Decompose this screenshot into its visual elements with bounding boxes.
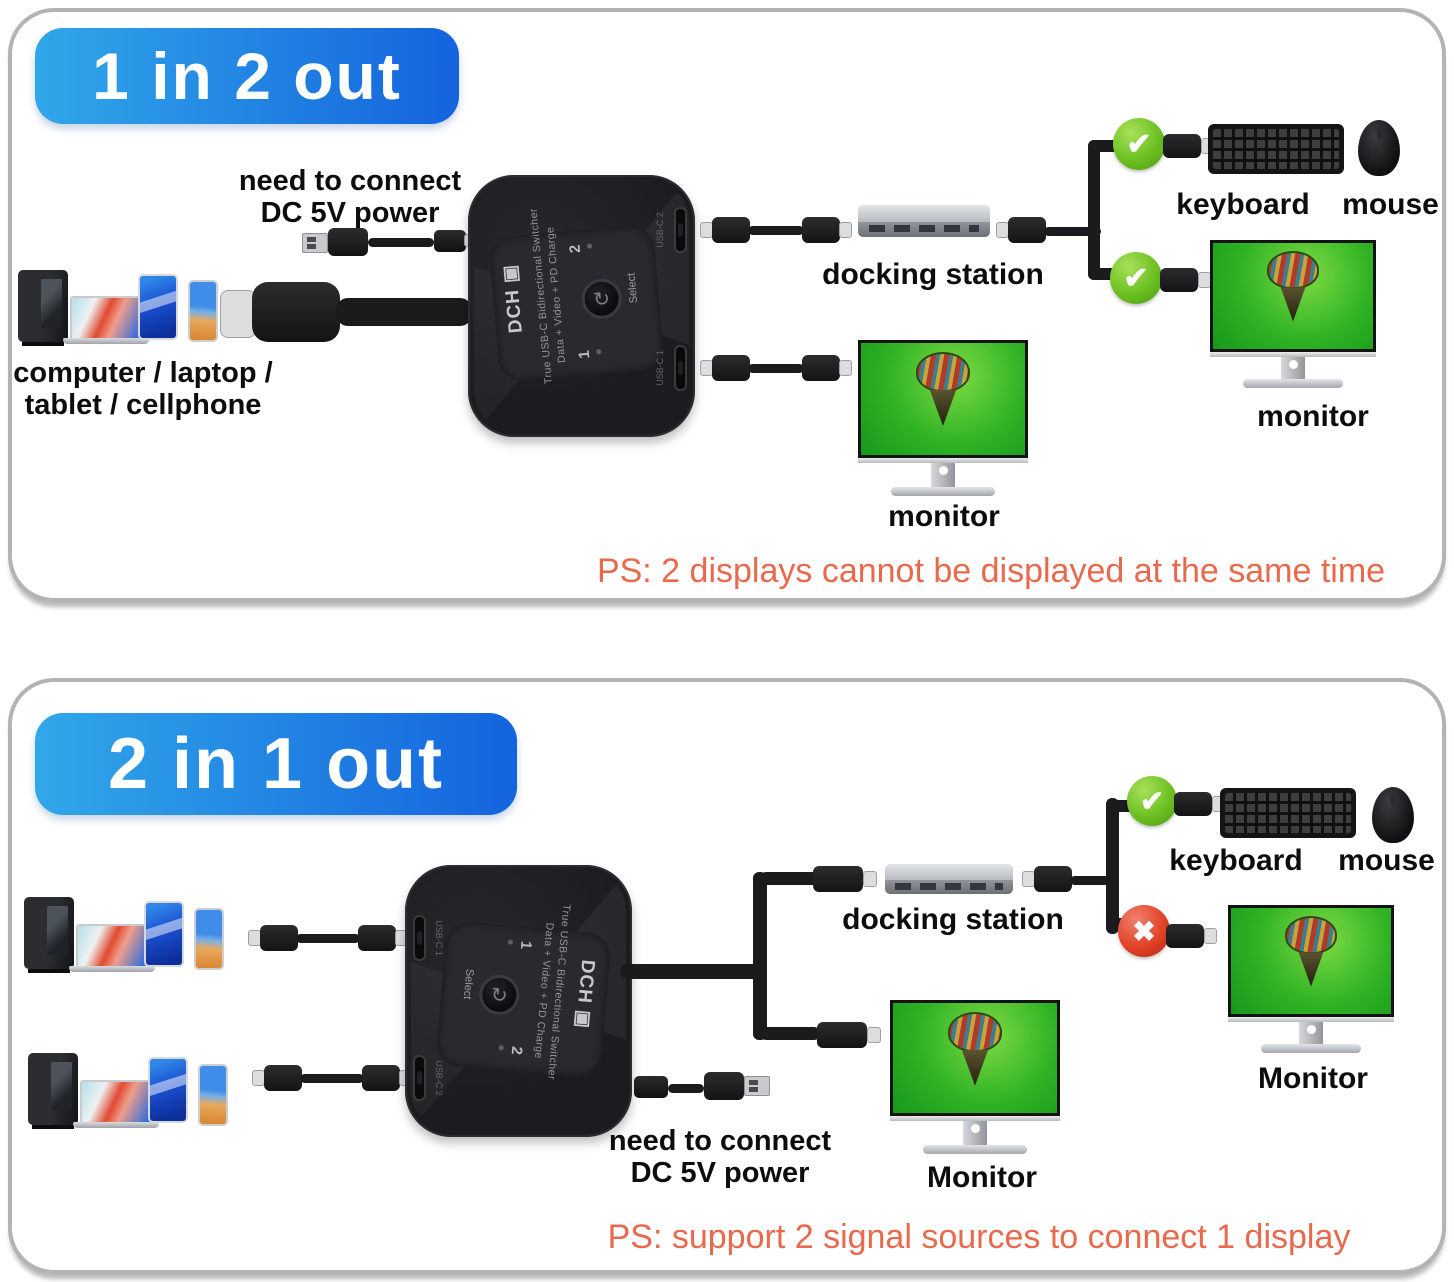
screen-insect-image [1267, 251, 1319, 322]
tower-pc-icon [24, 897, 74, 973]
check-icon: ✔ [1127, 776, 1177, 826]
phone-icon [194, 908, 224, 970]
select-label: Select [625, 272, 641, 304]
splitter-wire [760, 872, 818, 885]
channel-1-label: 1 [516, 940, 535, 950]
splitter-wire [753, 872, 767, 1040]
usb-c-cable-icon [996, 215, 1101, 245]
channel-1-label: 1 [575, 349, 594, 360]
channel-1-led [596, 349, 602, 355]
screen-insect-image [948, 1011, 1002, 1086]
screen-insect-image [916, 351, 970, 426]
monitor-icon [1210, 240, 1376, 388]
ps-note: PS: support 2 signal sources to connect … [607, 1218, 1351, 1256]
power-note-line1: need to connect [608, 1125, 832, 1157]
usb-c-cable-icon [700, 215, 852, 245]
section-1-in-2-out: 1 in 2 out need to connect DC 5V power c… [8, 8, 1446, 602]
monitor-icon [858, 340, 1028, 496]
switcher-faceplate: DCH ▣ True USB-C Bidirectional Switcher … [487, 208, 666, 385]
usb-c-port-1 [413, 915, 426, 961]
mouse-label: mouse [1342, 188, 1439, 221]
phone-icon [188, 280, 218, 342]
power-note-line1: need to connect [238, 165, 462, 197]
splitter-wire [760, 1027, 820, 1040]
mouse-icon [1358, 120, 1400, 176]
monitor-icon [890, 1000, 1060, 1154]
keyboard-label: keyboard [1176, 188, 1310, 221]
select-arrow-icon: ↻ [489, 983, 509, 1008]
power-note-line2: DC 5V power [260, 196, 440, 229]
screen-insect-image [1285, 916, 1337, 987]
monitor-icon [1228, 905, 1394, 1053]
channel-2-led [498, 1045, 504, 1051]
keyboard-icon [1220, 788, 1356, 838]
channel-2-label: 2 [566, 244, 585, 254]
usb-c-port-2 [674, 207, 687, 253]
docking-station-label: docking station [822, 258, 1044, 291]
switcher-device: DCH ▣ True USB-C Bidirectional Switcher … [468, 175, 695, 437]
check-glyph: ✔ [1126, 127, 1152, 161]
channel-2-led [586, 243, 593, 249]
tablet-icon [148, 1057, 188, 1123]
usb-c-cable-icon [1022, 864, 1114, 894]
port-1-label: USB-C 1 [434, 920, 444, 956]
ps-note: PS: 2 displays cannot be displayed at th… [596, 552, 1386, 590]
monitor-label: Monitor [927, 1161, 1037, 1194]
port-2-label: USB-C 2 [655, 212, 665, 248]
docking-station-icon [858, 205, 990, 237]
select-arrow-icon: ↻ [592, 287, 612, 311]
sources-label-line2: tablet / cellphone [24, 388, 262, 421]
select-button: ↻ [580, 277, 624, 321]
cross-icon: ✖ [1118, 905, 1170, 957]
mode-badge: 2 in 1 out [35, 713, 517, 815]
monitor-label: Monitor [1258, 1062, 1368, 1095]
tower-pc-icon [18, 270, 68, 346]
splitter-wire [1088, 140, 1100, 280]
sources-label: computer / laptop / tablet / cellphone [12, 357, 274, 422]
sources-label-line1: computer / laptop / [13, 357, 273, 389]
usb-c-port-2 [413, 1055, 426, 1101]
mode-badge: 1 in 2 out [35, 28, 459, 124]
port-2-label: USB-C 2 [434, 1060, 444, 1096]
channel-1-led [507, 939, 514, 945]
docking-station-label: docking station [842, 903, 1064, 936]
cross-glyph: ✖ [1132, 915, 1156, 947]
check-glyph: ✔ [1139, 785, 1165, 818]
check-glyph: ✔ [1123, 261, 1149, 295]
switcher-faceplate: DCH ▣ True USB-C Bidirectional Switcher … [434, 904, 613, 1081]
power-note: need to connect DC 5V power [586, 1125, 854, 1190]
monitor-label: monitor [888, 500, 1000, 533]
mouse-icon [1372, 787, 1414, 843]
usb-c-cable-icon [700, 353, 852, 383]
power-note: need to connect DC 5V power [220, 165, 480, 230]
laptop-icon [63, 296, 149, 344]
switcher-device: DCH ▣ True USB-C Bidirectional Switcher … [405, 865, 632, 1137]
section-2-in-1-out: 2 in 1 out DCH ▣ True USB-C Bidirectiona… [8, 678, 1446, 1274]
keyboard-icon [1208, 124, 1344, 174]
splitter-wire [1106, 798, 1119, 934]
tablet-icon [138, 274, 178, 340]
keyboard-label: keyboard [1169, 844, 1303, 877]
tablet-icon [144, 901, 184, 967]
mouse-label: mouse [1338, 844, 1435, 877]
power-note-line2: DC 5V power [630, 1156, 810, 1189]
check-icon: ✔ [1110, 252, 1162, 304]
port-1-label: USB-C 1 [655, 350, 665, 386]
check-icon: ✔ [1113, 118, 1165, 170]
usb-c-cable-icon [252, 1063, 412, 1093]
tower-pc-icon [28, 1053, 78, 1129]
select-label: Select [460, 968, 476, 1000]
docking-station-icon [885, 864, 1013, 894]
brand-logo: DCH ▣ [499, 263, 527, 334]
select-button: ↻ [477, 973, 521, 1017]
laptop-icon [73, 1080, 159, 1128]
brand-logo: DCH ▣ [571, 958, 599, 1030]
usb-c-cable-icon [248, 923, 408, 953]
laptop-icon [69, 924, 155, 972]
channel-2-label: 2 [507, 1045, 526, 1056]
output-wire [620, 964, 766, 979]
monitor-label: monitor [1257, 400, 1369, 433]
usb-c-port-1 [674, 345, 687, 391]
phone-icon [198, 1064, 228, 1126]
